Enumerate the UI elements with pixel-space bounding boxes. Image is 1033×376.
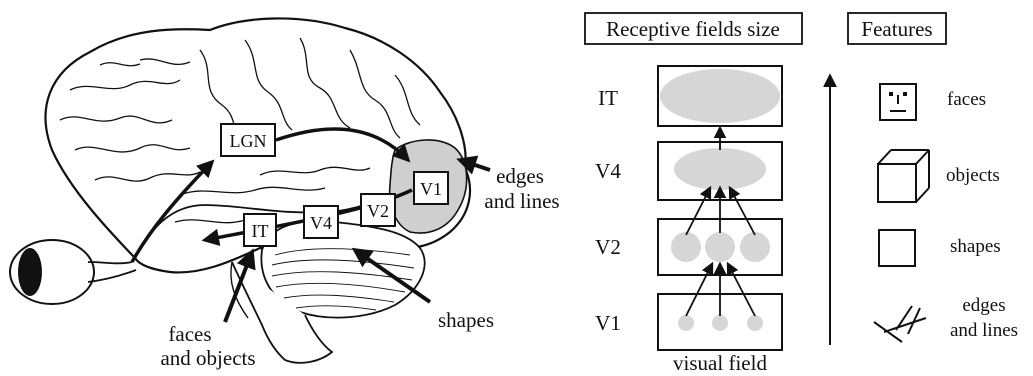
brain-illustration: LGN IT V4 V2 V1 edges and lines shapes f… [9, 17, 560, 370]
features-panel: Features faces objects shapes [847, 12, 1018, 343]
visual-field-label: visual field [673, 351, 767, 375]
v1-receptive-field [712, 315, 728, 331]
receptive-fields-panel: Receptive fields size IT V4 V2 V1 visual [584, 12, 837, 375]
eye [9, 239, 137, 305]
v2-receptive-field [740, 232, 770, 262]
edges-annotation-line2: and lines [484, 189, 559, 213]
lgn-label: LGN [230, 131, 267, 151]
edges-annotation-line1: edges [496, 164, 544, 188]
square-icon [878, 229, 916, 267]
v1-label: V1 [420, 179, 442, 199]
edges-pointer-arrow [456, 155, 491, 175]
lgn-box: LGN [220, 123, 276, 157]
v1-receptive-field [747, 315, 763, 331]
receptive-title: Receptive fields size [606, 17, 780, 41]
lines-icon [873, 305, 927, 343]
hierarchy-arrows [685, 125, 756, 317]
level-label-v1: V1 [595, 311, 621, 335]
v4-label: V4 [310, 213, 332, 233]
receptive-title-box [584, 12, 803, 45]
cortex-sulci [59, 37, 421, 224]
cube-icon [877, 149, 930, 203]
lgn-to-v1-arrow [275, 127, 411, 163]
features-title-box [847, 12, 947, 45]
v2-receptive-field [671, 232, 701, 262]
shapes-pointer-arrow [351, 247, 432, 304]
cerebellum-folia [271, 248, 415, 311]
it-receptive-field [660, 69, 780, 123]
v1-receptive-field [678, 315, 694, 331]
v2-box: V2 [360, 193, 396, 227]
feature-label-faces: faces [947, 89, 986, 110]
faces-annotation-line2: and objects [160, 346, 255, 370]
face-icon [879, 83, 917, 121]
v2-receptive-field [705, 232, 735, 262]
level-label-it: IT [598, 86, 618, 110]
it-label: IT [252, 221, 269, 241]
v1-box: V1 [413, 171, 449, 205]
shapes-annotation: shapes [438, 308, 494, 332]
it-box: IT [243, 213, 277, 247]
feature-label-objects: objects [946, 165, 1000, 186]
v4-box: V4 [303, 205, 339, 239]
faces-annotation-line1: faces [168, 322, 211, 346]
features-title: Features [861, 17, 932, 41]
brainstem [231, 261, 334, 364]
v4-receptive-field [674, 148, 766, 190]
feature-label-edges-line1: edges [962, 295, 1005, 316]
feature-label-edges-line2: and lines [950, 320, 1018, 341]
eye-to-lgn-arrow [130, 159, 215, 263]
level-label-v4: V4 [595, 159, 621, 183]
level-label-v2: V2 [595, 235, 621, 259]
feature-label-shapes: shapes [950, 236, 1001, 257]
v2-label: V2 [367, 201, 389, 221]
faces-pointer-arrow [223, 248, 256, 323]
